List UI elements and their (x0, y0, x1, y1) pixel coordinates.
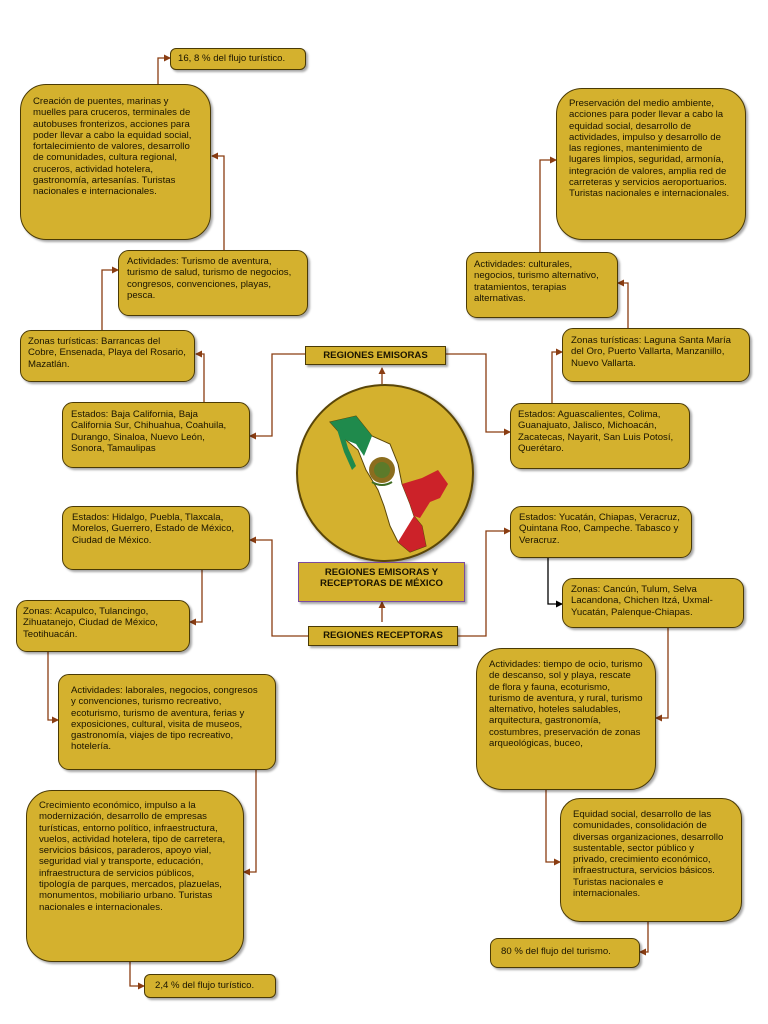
main-title: REGIONES EMISORAS Y RECEPTORAS DE MÉXICO (298, 562, 465, 602)
infraestructura-norte-box: Creación de puentes, marinas y muelles p… (20, 84, 211, 240)
actividades-centro-box: Actividades: culturales, negocios, turis… (466, 252, 618, 318)
estados-receptoras-box: Estados: Hidalgo, Puebla, Tlaxcala, More… (62, 506, 250, 570)
flujo-receptoras-text: 2,4 % del flujo turístico. (155, 980, 255, 991)
zonas-centro-box: Zonas turísticas: Laguna Santa María del… (562, 328, 750, 382)
actividades-receptoras-box: Actividades: laborales, negocios, congre… (58, 674, 276, 770)
connector-actividades-to-crecimiento (243, 770, 257, 876)
actividades-norte-box: Actividades: Turismo de aventura, turism… (118, 250, 308, 316)
mexico-flag-map-icon (296, 384, 474, 562)
connector-actividades-to-equidad (545, 790, 561, 866)
preservacion-text: Preservación del medio ambiente, accione… (569, 98, 730, 200)
actividades-receptoras-text: Actividades: laborales, negocios, congre… (71, 685, 258, 753)
infraestructura-norte-text: Creación de puentes, marinas y muelles p… (33, 96, 192, 198)
flujo-receptoras-box: 2,4 % del flujo turístico. (144, 974, 276, 998)
connector-actividades-to-preservacion (539, 156, 557, 252)
crecimiento-box: Crecimiento económico, impulso a la mode… (26, 790, 244, 962)
connector-zonas-to-actividades-centro (617, 279, 629, 328)
regiones-emisoras-label: REGIONES EMISORAS (305, 346, 446, 365)
main-title-line2: RECEPTORAS DE MÉXICO (320, 578, 443, 589)
flujo-sur-text: 80 % del flujo del turismo. (501, 946, 611, 957)
zonas-sur-box: Zonas: Cancún, Tulum, Selva Lacandona, C… (562, 578, 744, 628)
preservacion-box: Preservación del medio ambiente, accione… (556, 88, 746, 240)
connector-infra-to-flujo-norte (157, 54, 171, 84)
zonas-norte-box: Zonas turísticas: Barrancas del Cobre, E… (20, 330, 195, 382)
zonas-receptoras-text: Zonas: Acapulco, Tulancingo, Zihuatanejo… (23, 606, 158, 640)
zonas-norte-text: Zonas turísticas: Barrancas del Cobre, E… (28, 336, 186, 370)
estados-centro-box: Estados: Aguascalientes, Colima, Guanaju… (510, 403, 690, 469)
estados-sur-text: Estados: Yucatán, Chiapas, Veracruz, Qui… (519, 512, 680, 546)
actividades-sur-box: Actividades: tiempo de ocio, turismo de … (476, 648, 656, 790)
equidad-text: Equidad social, desarrollo de las comuni… (573, 809, 724, 900)
connector-estados-to-zonas-centro (551, 348, 563, 403)
actividades-sur-text: Actividades: tiempo de ocio, turismo de … (489, 659, 643, 750)
actividades-norte-text: Actividades: Turismo de aventura, turism… (127, 256, 292, 301)
connector-equidad-to-flujo-sur (639, 922, 649, 956)
zonas-sur-text: Zonas: Cancún, Tulum, Selva Lacandona, C… (571, 584, 713, 618)
estados-centro-text: Estados: Aguascalientes, Colima, Guanaju… (518, 409, 674, 454)
flujo-norte-box: 16, 8 % del flujo turístico. (170, 48, 306, 70)
main-title-line1: REGIONES EMISORAS Y (324, 567, 439, 578)
zonas-centro-text: Zonas turísticas: Laguna Santa María del… (571, 335, 731, 369)
connector-estados-to-zonas-norte (195, 350, 205, 402)
connector-estados-to-zonas-sur (547, 558, 563, 608)
connector-zonas-to-actividades-norte (101, 266, 119, 330)
crecimiento-text: Crecimiento económico, impulso a la mode… (39, 800, 226, 913)
regiones-receptoras-text: REGIONES RECEPTORAS (323, 630, 443, 641)
flujo-norte-text: 16, 8 % del flujo turístico. (178, 53, 286, 64)
connector-zonas-to-actividades-receptoras (47, 652, 59, 724)
estados-receptoras-text: Estados: Hidalgo, Puebla, Tlaxcala, More… (72, 512, 235, 546)
mexico-map-icon (329, 415, 448, 553)
connector-emisoras-to-estados-norte (249, 353, 305, 440)
flujo-sur-box: 80 % del flujo del turismo. (490, 938, 640, 968)
estados-norte-box: Estados: Baja California, Baja Californi… (62, 402, 250, 468)
estados-norte-text: Estados: Baja California, Baja Californi… (71, 409, 227, 454)
actividades-centro-text: Actividades: culturales, negocios, turis… (474, 259, 599, 304)
equidad-box: Equidad social, desarrollo de las comuni… (560, 798, 742, 922)
regiones-emisoras-text: REGIONES EMISORAS (323, 350, 428, 361)
connector-crecimiento-to-flujo-receptoras (129, 962, 145, 990)
zonas-receptoras-box: Zonas: Acapulco, Tulancingo, Zihuatanejo… (16, 600, 190, 652)
estados-sur-box: Estados: Yucatán, Chiapas, Veracruz, Qui… (510, 506, 692, 558)
connector-estados-to-zonas-receptoras (189, 570, 203, 626)
connector-zonas-to-actividades-sur (655, 628, 669, 722)
connector-receptoras-to-estados-sur (458, 527, 511, 637)
regiones-receptoras-label: REGIONES RECEPTORAS (308, 626, 458, 646)
connector-actividades-to-infra-norte (211, 152, 225, 250)
